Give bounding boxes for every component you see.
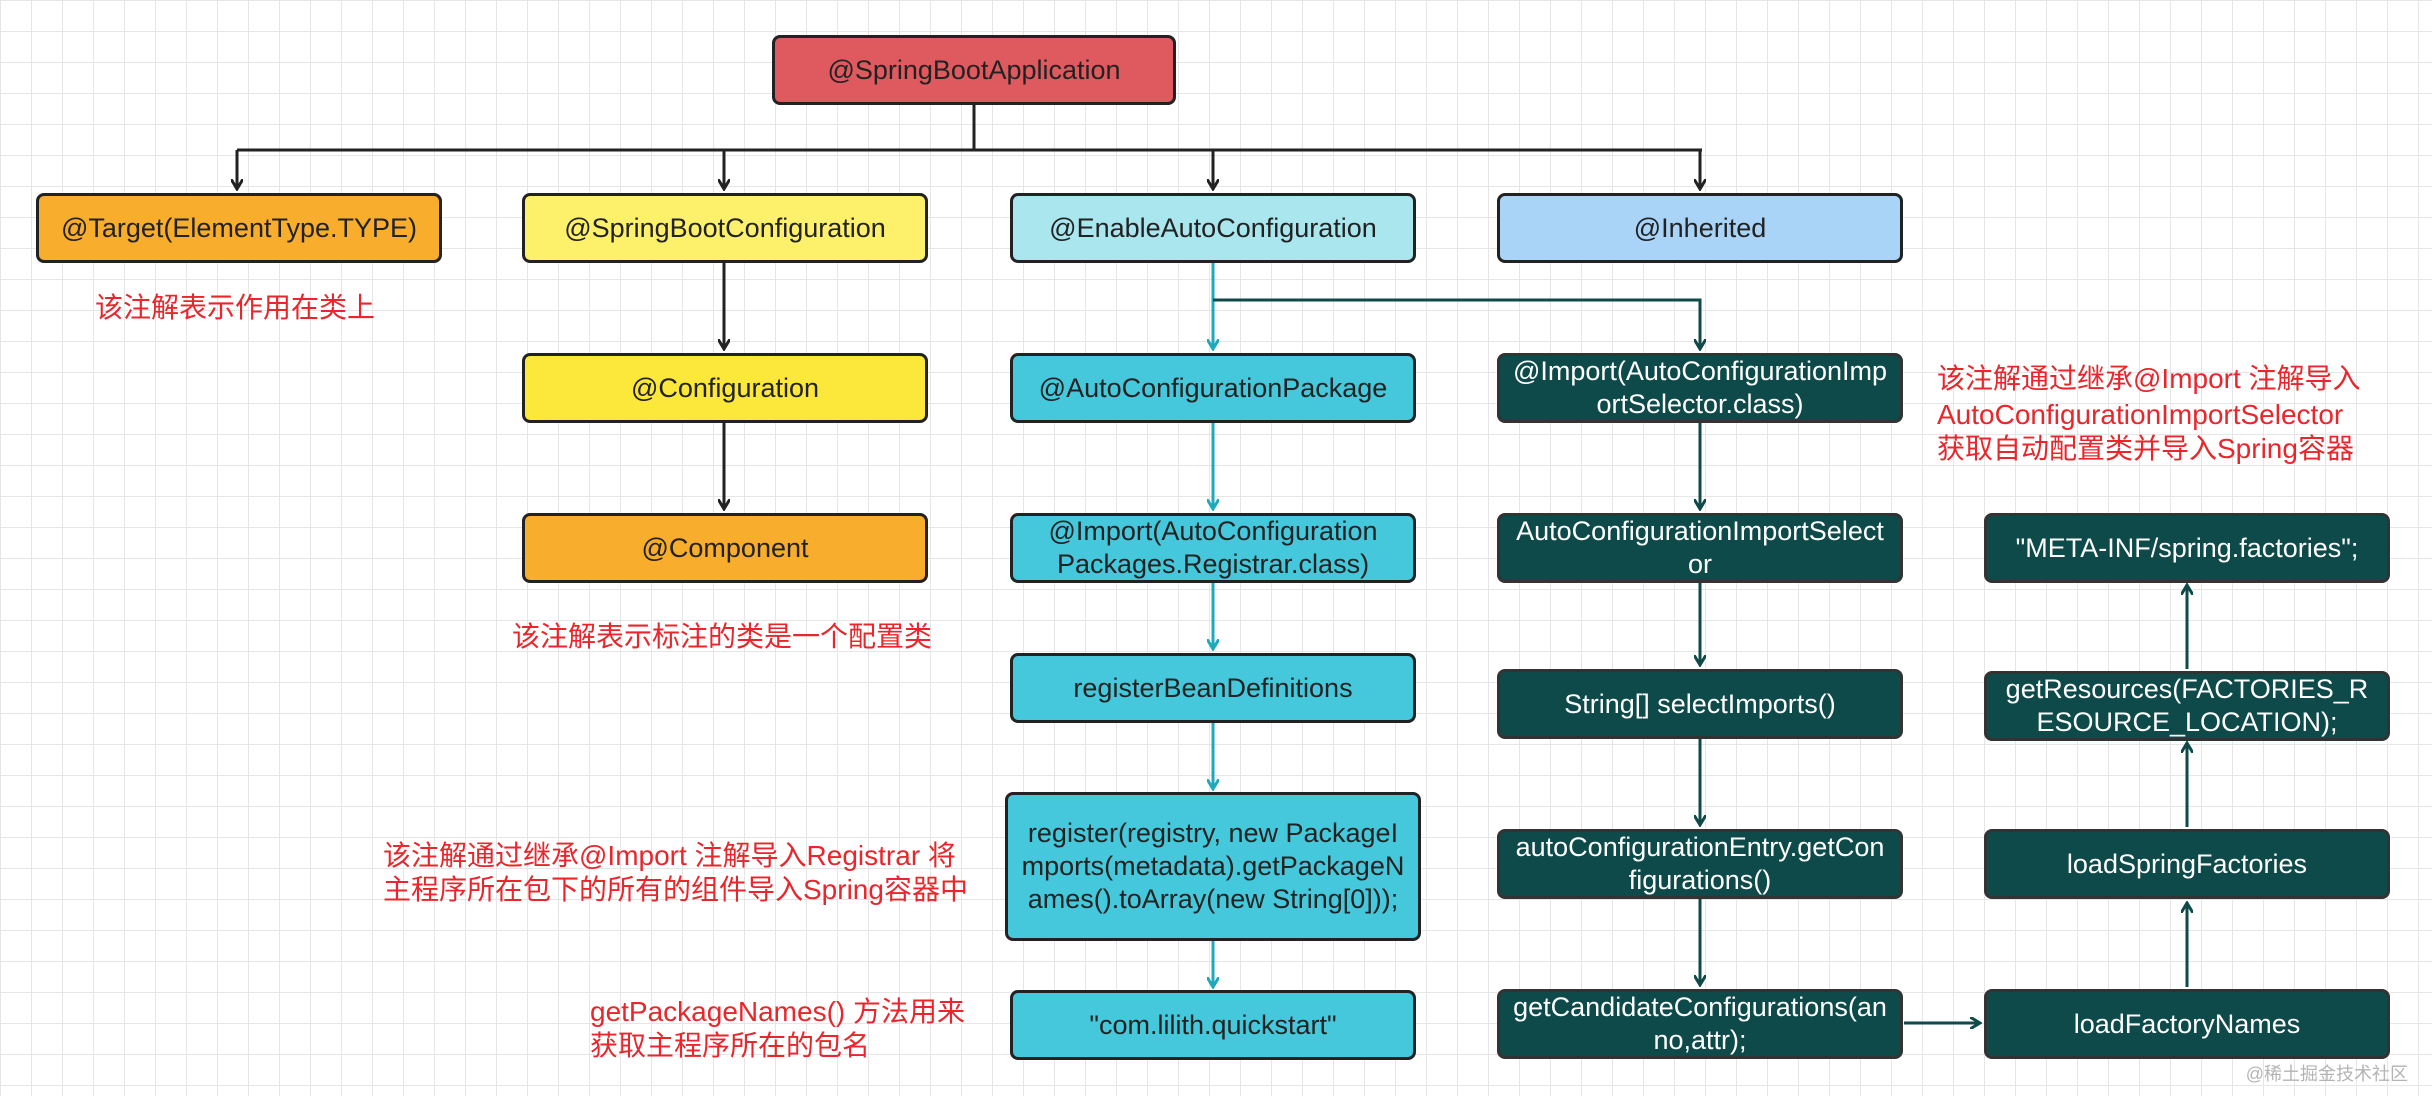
configuration-node: @Configuration [522, 353, 928, 423]
load-factory-names-node: loadFactoryNames [1984, 989, 2390, 1059]
package-name-node: "com.lilith.quickstart" [1010, 990, 1416, 1060]
package-annotation-line1: getPackageNames() 方法用来 [590, 996, 966, 1027]
selector-annotation-line3: 获取自动配置类并导入Spring容器 [1937, 433, 2354, 464]
selector-annotation-line2: AutoConfigurationImportSelector [1937, 399, 2344, 430]
meta-inf-node: "META-INF/spring.factories"; [1984, 513, 2390, 583]
register-bean-definitions-node: registerBeanDefinitions [1010, 653, 1416, 723]
enable-auto-configuration-node: @EnableAutoConfiguration [1010, 193, 1416, 263]
register-call-node: register(registry, new PackageImports(me… [1005, 792, 1421, 941]
import-registrar-node: @Import(AutoConfiguration Packages.Regis… [1010, 513, 1416, 583]
get-resources-node: getResources(FACTORIES_RESOURCE_LOCATION… [1984, 671, 2390, 741]
get-configurations-node: autoConfigurationEntry.getConfigurations… [1497, 829, 1903, 899]
select-imports-node: String[] selectImports() [1497, 669, 1903, 739]
registrar-annotation-line2: 主程序所在包下的所有的组件导入Spring容器中 [383, 874, 968, 905]
load-spring-factories-node: loadSpringFactories [1984, 829, 2390, 899]
import-selector-node: @Import(AutoConfigurationImportSelector.… [1497, 353, 1903, 423]
target-node: @Target(ElementType.TYPE) [36, 193, 442, 263]
inherited-node: @Inherited [1497, 193, 1903, 263]
springboot-configuration-node: @SpringBootConfiguration [522, 193, 928, 263]
target-annotation: 该注解表示作用在类上 [95, 292, 376, 323]
component-annotation: 该注解表示标注的类是一个配置类 [512, 621, 933, 652]
component-node: @Component [522, 513, 928, 583]
watermark: @稀土掘金技术社区 [2245, 1064, 2408, 1084]
auto-configuration-package-node: @AutoConfigurationPackage [1010, 353, 1416, 423]
selector-annotation-line1: 该注解通过继承@Import 注解导入 [1937, 363, 2361, 394]
springboot-application-node: @SpringBootApplication [772, 35, 1176, 105]
package-annotation-line2: 获取主程序所在的包名 [590, 1030, 871, 1061]
get-candidate-configurations-node: getCandidateConfigurations(anno,attr); [1497, 989, 1903, 1059]
edge-to-import-selector [1213, 298, 1700, 349]
import-selector-class-node: AutoConfigurationImportSelector [1497, 513, 1903, 583]
registrar-annotation-line1: 该注解通过继承@Import 注解导入Registrar 将 [383, 840, 956, 871]
